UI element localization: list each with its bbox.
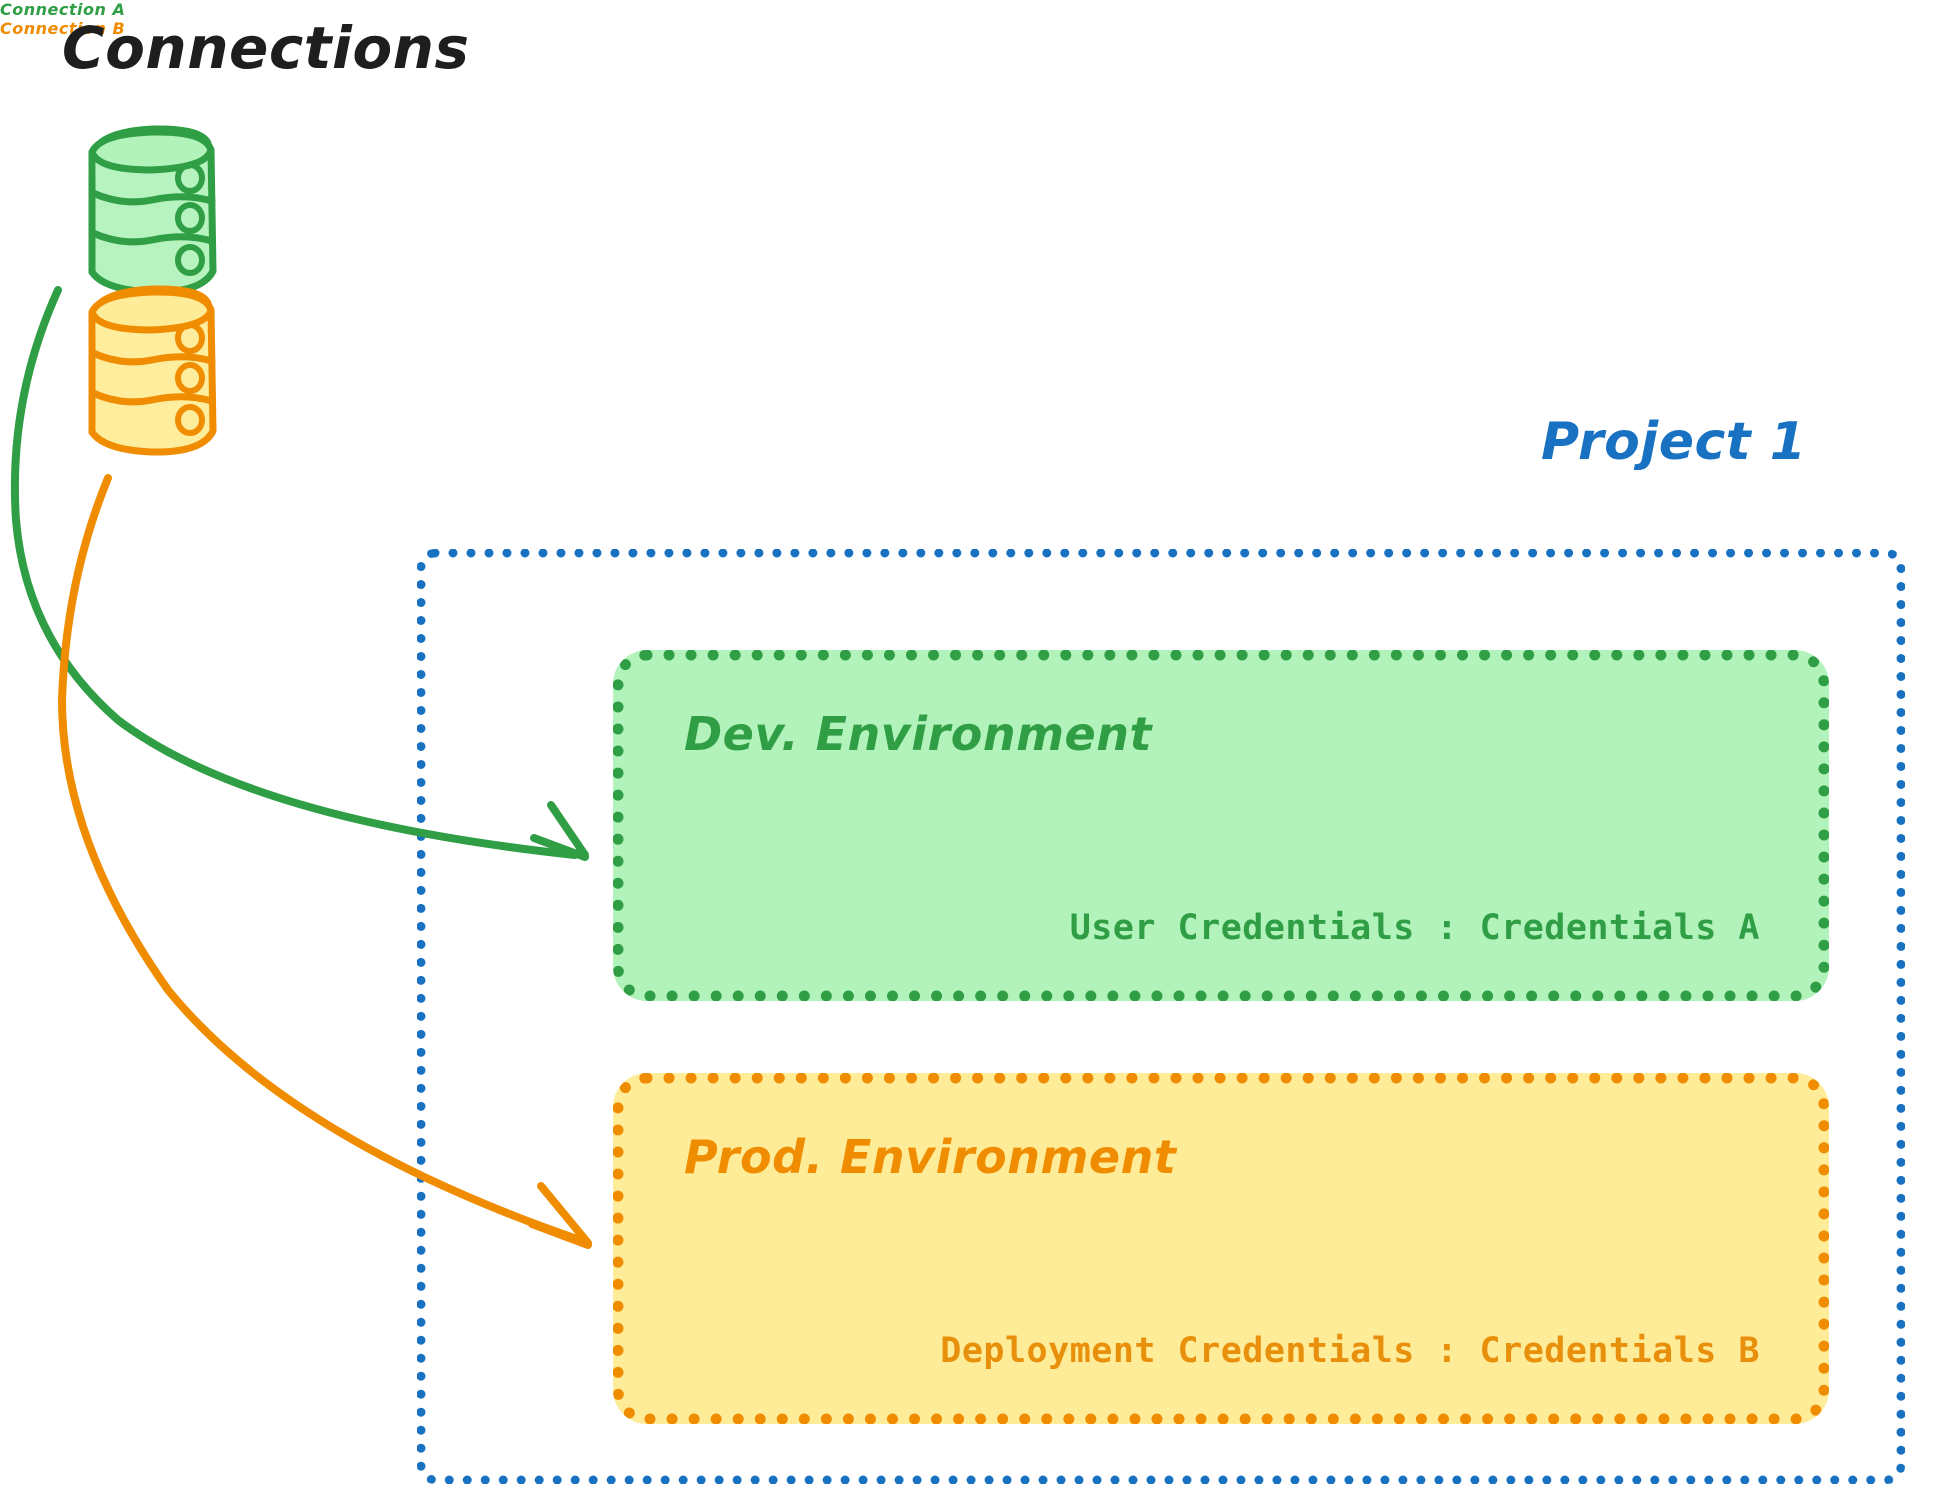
dev-environment-title: Dev. Environment <box>684 707 1152 761</box>
page-title: Connections <box>62 14 470 82</box>
database-cylinder-icon-a[interactable] <box>88 125 217 296</box>
project-boundary-box <box>417 549 1905 1484</box>
prod-environment-title: Prod. Environment <box>684 1130 1177 1184</box>
dev-environment-credentials: User Credentials : Credentials A <box>1069 908 1760 948</box>
database-cylinder-icon-b[interactable] <box>88 285 217 456</box>
connection-b-label: Connection B <box>0 19 126 38</box>
prod-environment-box[interactable]: Prod. Environment Deployment Credentials… <box>613 1073 1829 1424</box>
connection-a-label: Connection A <box>0 0 126 19</box>
arrow-connection-a-to-dev <box>10 286 589 861</box>
dev-environment-box[interactable]: Dev. Environment User Credentials : Cred… <box>613 650 1829 1001</box>
prod-environment-credentials: Deployment Credentials : Credentials B <box>940 1331 1760 1371</box>
arrow-connection-b-to-prod <box>58 474 592 1249</box>
project-title: Project 1 <box>1541 412 1807 472</box>
